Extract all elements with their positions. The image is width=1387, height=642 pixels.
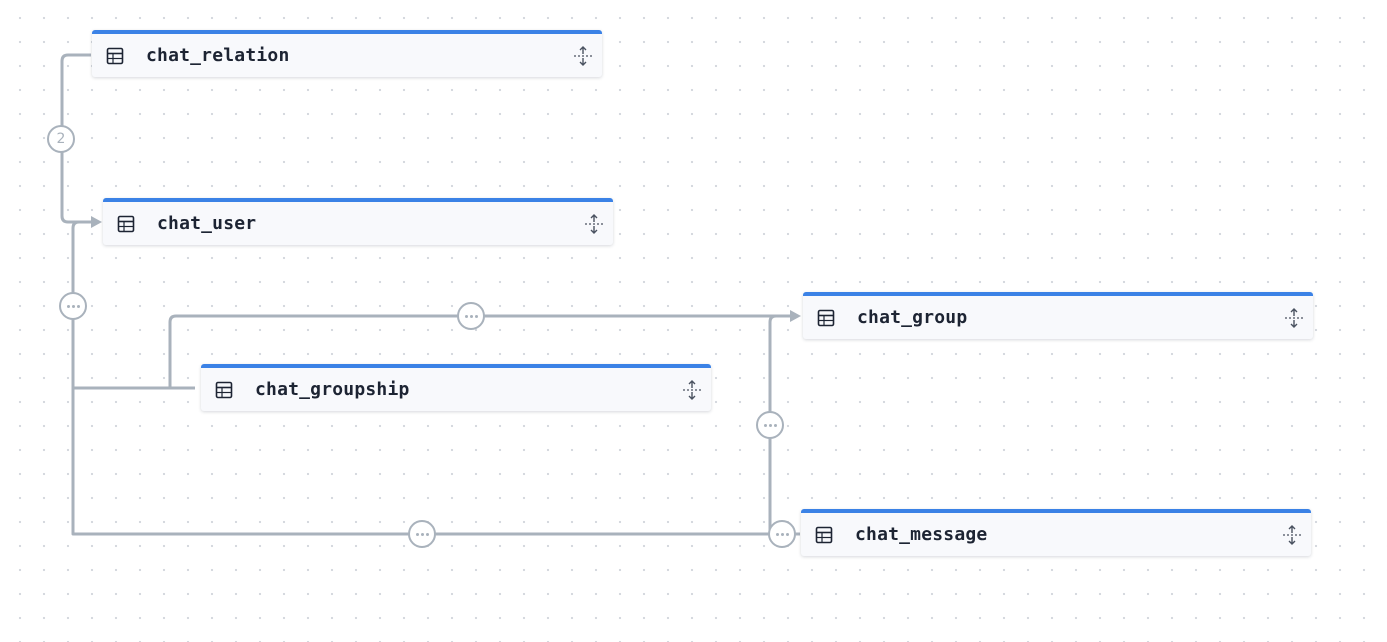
edge-message-group xyxy=(768,314,800,536)
table-node-chat-groupship[interactable]: chat_groupship xyxy=(201,364,711,411)
more-dots-icon[interactable] xyxy=(59,292,87,320)
table-grid-icon xyxy=(815,526,833,544)
edge-groupship-group xyxy=(168,314,790,390)
table-node-chat-user[interactable]: chat_user xyxy=(103,198,613,245)
more-dots-icon xyxy=(415,532,429,536)
more-dots-icon[interactable] xyxy=(457,302,485,330)
table-name: chat_group xyxy=(857,307,968,328)
table-name: chat_relation xyxy=(146,45,290,66)
expand-vertical-icon[interactable] xyxy=(681,379,703,401)
table-grid-icon xyxy=(817,309,835,327)
more-dots-icon xyxy=(775,532,789,536)
more-dots-icon[interactable] xyxy=(408,520,436,548)
table-name: chat_user xyxy=(157,213,257,234)
expand-vertical-icon[interactable] xyxy=(572,45,594,67)
edge-message-user xyxy=(71,388,800,536)
more-dots-icon[interactable] xyxy=(756,411,784,439)
expand-vertical-icon[interactable] xyxy=(1283,307,1305,329)
more-dots-icon xyxy=(66,304,80,308)
edge-count-badge[interactable]: 2 xyxy=(47,125,75,153)
expand-vertical-icon[interactable] xyxy=(1281,524,1303,546)
expand-vertical-icon[interactable] xyxy=(583,213,605,235)
table-grid-icon xyxy=(106,47,124,65)
table-name: chat_message xyxy=(855,524,988,545)
more-dots-icon[interactable] xyxy=(768,520,796,548)
table-grid-icon xyxy=(117,215,135,233)
table-name: chat_groupship xyxy=(255,379,410,400)
edge-count: 2 xyxy=(56,131,66,147)
more-dots-icon xyxy=(763,423,777,427)
table-node-chat-message[interactable]: chat_message xyxy=(801,509,1311,556)
arrowhead-chat-user xyxy=(91,216,102,228)
table-node-chat-group[interactable]: chat_group xyxy=(803,292,1313,339)
table-grid-icon xyxy=(215,381,233,399)
arrowhead-chat-group xyxy=(790,310,801,322)
table-node-chat-relation[interactable]: chat_relation xyxy=(92,30,602,77)
more-dots-icon xyxy=(464,314,478,318)
edge-groupship-user xyxy=(71,220,195,390)
